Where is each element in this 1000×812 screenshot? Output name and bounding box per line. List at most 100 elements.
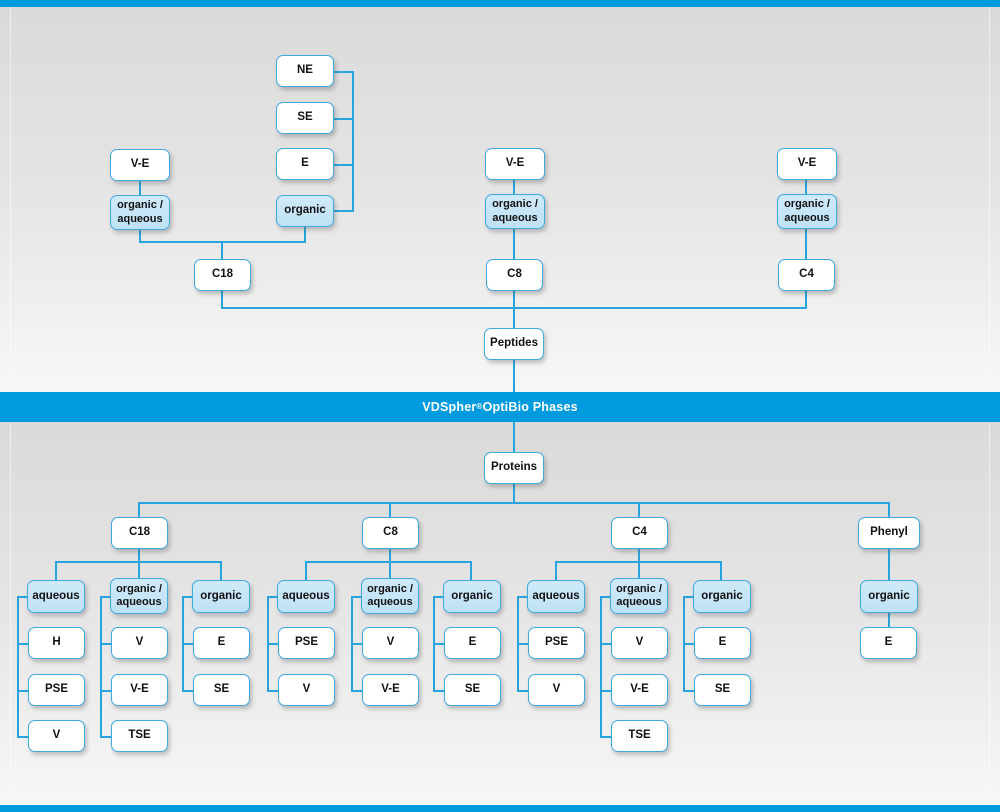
proteins-c4-aqueous-item-v[interactable]: V bbox=[528, 674, 585, 706]
peptides-c18-organic-node[interactable]: organic bbox=[276, 195, 334, 227]
proteins-c18-aqueous-item-v[interactable]: V bbox=[28, 720, 85, 752]
peptides-c18-e-node[interactable]: E bbox=[276, 148, 334, 180]
connector-c4-oa-stub-1 bbox=[600, 643, 612, 645]
connector-proteins-to-bus bbox=[513, 484, 515, 504]
connector-c18-oa-bus bbox=[100, 596, 102, 737]
connector-c18-oa-stub-1 bbox=[100, 643, 112, 645]
connector-c18-oa-stub-2 bbox=[100, 690, 112, 692]
proteins-c8-organic-aqueous-item-ve[interactable]: V-E bbox=[362, 674, 419, 706]
connector-c4-aq-stub-2 bbox=[517, 690, 529, 692]
peptides-c8-organic-aqueous-node[interactable]: organic / aqueous bbox=[485, 194, 545, 229]
connector-phenyl-to-organic bbox=[888, 549, 890, 581]
connector-c18-aq-stub-2 bbox=[17, 690, 29, 692]
proteins-c8-organic-aqueous-item-v[interactable]: V bbox=[362, 627, 419, 659]
connector-c4-aq-stub-mode bbox=[517, 596, 529, 598]
banner-brand: VDSpher bbox=[422, 400, 477, 414]
connector-c8-mode-drop bbox=[389, 549, 391, 562]
connector-se-stub bbox=[334, 118, 354, 120]
proteins-c18-aqueous-item-pse[interactable]: PSE bbox=[28, 674, 85, 706]
proteins-c18-node[interactable]: C18 bbox=[111, 517, 168, 549]
connector-c8-ve-to-orgaq bbox=[513, 180, 515, 194]
peptides-c8-node[interactable]: C8 bbox=[486, 259, 543, 291]
proteins-phenyl-node[interactable]: Phenyl bbox=[858, 517, 920, 549]
proteins-c18-organic-aqueous-node[interactable]: organic / aqueous bbox=[110, 578, 168, 614]
proteins-c18-organic-aqueous-item-ve[interactable]: V-E bbox=[111, 674, 168, 706]
proteins-c18-organic-node[interactable]: organic bbox=[192, 580, 250, 613]
proteins-c4-organic-aqueous-item-tse[interactable]: TSE bbox=[611, 720, 668, 752]
proteins-c8-aqueous-item-v[interactable]: V bbox=[278, 674, 335, 706]
connector-c18-mode-drop bbox=[138, 549, 140, 562]
proteins-c8-organic-item-e[interactable]: E bbox=[444, 627, 501, 659]
connector-c18-orgaq-drop bbox=[138, 561, 140, 581]
connector-c4-org-stub-1 bbox=[683, 643, 695, 645]
connector-c4-org-stub-mode bbox=[683, 596, 695, 598]
connector-bus-drop-phenyl bbox=[888, 502, 890, 517]
connector-c4-aqueous-drop bbox=[555, 561, 557, 581]
proteins-phenyl-organic-node[interactable]: organic bbox=[860, 580, 918, 613]
connector-c18-org-stub-mode bbox=[182, 596, 194, 598]
connector-c4-orgaq-drop bbox=[638, 561, 640, 581]
peptides-c18-se-node[interactable]: SE bbox=[276, 102, 334, 134]
connector-c4-mode-drop bbox=[638, 549, 640, 562]
proteins-c8-organic-node[interactable]: organic bbox=[443, 580, 501, 613]
proteins-phenyl-organic-item-e[interactable]: E bbox=[860, 627, 917, 659]
connector-c4-to-peptides-bus bbox=[805, 291, 807, 308]
proteins-c8-organic-aqueous-node[interactable]: organic / aqueous bbox=[361, 578, 419, 614]
peptides-c4-organic-aqueous-node[interactable]: organic / aqueous bbox=[777, 194, 837, 229]
peptides-c4-node[interactable]: C4 bbox=[778, 259, 835, 291]
proteins-c4-organic-aqueous-item-ve[interactable]: V-E bbox=[611, 674, 668, 706]
proteins-c18-aqueous-node[interactable]: aqueous bbox=[27, 580, 85, 613]
top-accent-bar bbox=[0, 0, 1000, 7]
proteins-c4-organic-item-e[interactable]: E bbox=[694, 627, 751, 659]
proteins-c4-aqueous-node[interactable]: aqueous bbox=[527, 580, 585, 613]
proteins-c18-organic-item-e[interactable]: E bbox=[193, 627, 250, 659]
connector-proteins-bus-horizontal bbox=[138, 502, 890, 504]
connector-peptides-bus-down bbox=[513, 291, 515, 328]
connector-c8-aq-stub-1 bbox=[267, 643, 279, 645]
proteins-c18-organic-aqueous-item-tse[interactable]: TSE bbox=[111, 720, 168, 752]
connector-c4-oa-bus bbox=[600, 596, 602, 737]
proteins-root-node[interactable]: Proteins bbox=[484, 452, 544, 484]
connector-phenyl-organic-to-e bbox=[888, 613, 890, 627]
connector-c4-oa-stub-mode bbox=[600, 596, 612, 598]
proteins-c4-organic-item-se[interactable]: SE bbox=[694, 674, 751, 706]
connector-c8-oa-stub-mode bbox=[351, 596, 363, 598]
proteins-c4-node[interactable]: C4 bbox=[611, 517, 668, 549]
peptides-c18-organic-aqueous-node[interactable]: organic / aqueous bbox=[110, 195, 170, 230]
bottom-accent-bar bbox=[0, 805, 1000, 812]
proteins-c8-aqueous-item-pse[interactable]: PSE bbox=[278, 627, 335, 659]
banner-title-rest: OptiBio Phases bbox=[482, 400, 578, 414]
connector-banner-to-proteins bbox=[513, 422, 515, 453]
proteins-c8-node[interactable]: C8 bbox=[362, 517, 419, 549]
connector-c18-merge-down bbox=[221, 241, 223, 260]
peptides-c18-ne-node[interactable]: NE bbox=[276, 55, 334, 87]
proteins-c4-organic-aqueous-node[interactable]: organic / aqueous bbox=[610, 578, 668, 614]
proteins-c4-organic-node[interactable]: organic bbox=[693, 580, 751, 613]
connector-c18-org-stub-2 bbox=[182, 690, 194, 692]
connector-c8-oa-stub-1 bbox=[351, 643, 363, 645]
peptides-c18-node[interactable]: C18 bbox=[194, 259, 251, 291]
peptides-root-node[interactable]: Peptides bbox=[484, 328, 544, 360]
connector-c8-org-stub-mode bbox=[433, 596, 445, 598]
proteins-c18-organic-aqueous-item-v[interactable]: V bbox=[111, 627, 168, 659]
proteins-c18-aqueous-item-h[interactable]: H bbox=[28, 627, 85, 659]
connector-c18-org-stub-1 bbox=[182, 643, 194, 645]
proteins-c8-organic-item-se[interactable]: SE bbox=[444, 674, 501, 706]
connector-c4-orgaq-to-c4 bbox=[805, 229, 807, 259]
peptides-c18-ve-node[interactable]: V-E bbox=[110, 149, 170, 181]
connector-c18-ve-to-orgaq bbox=[139, 181, 141, 195]
connector-c8-orgaq-drop bbox=[389, 561, 391, 581]
peptides-c4-ve-node[interactable]: V-E bbox=[777, 148, 837, 180]
peptides-c8-ve-node[interactable]: V-E bbox=[485, 148, 545, 180]
connector-ne-stub bbox=[334, 71, 354, 73]
connector-c18-aq-stub-mode bbox=[17, 596, 29, 598]
proteins-c4-aqueous-item-pse[interactable]: PSE bbox=[528, 627, 585, 659]
connector-c8-aq-stub-mode bbox=[267, 596, 279, 598]
connector-c8-aq-stub-2 bbox=[267, 690, 279, 692]
connector-c18-oa-stub-3 bbox=[100, 736, 112, 738]
proteins-c18-organic-item-se[interactable]: SE bbox=[193, 674, 250, 706]
connector-c4-aq-stub-1 bbox=[517, 643, 529, 645]
proteins-c4-organic-aqueous-item-v[interactable]: V bbox=[611, 627, 668, 659]
proteins-c8-aqueous-node[interactable]: aqueous bbox=[277, 580, 335, 613]
